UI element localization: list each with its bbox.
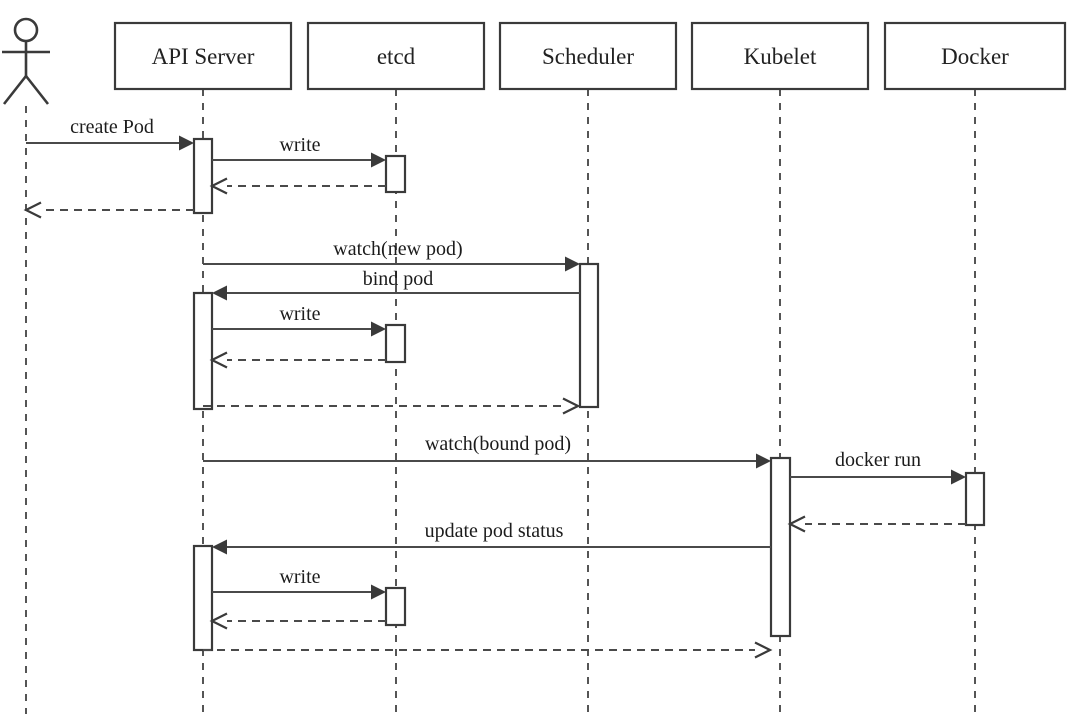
participant-etcd[interactable]: etcd bbox=[306, 21, 486, 91]
message-label-msg-docker-run: docker run bbox=[835, 449, 921, 471]
message-msg-docker-run[interactable] bbox=[790, 469, 966, 485]
participant-scheduler[interactable]: Scheduler bbox=[498, 21, 678, 91]
participant-box-docker[interactable] bbox=[883, 21, 1067, 91]
arrowhead-open-msg-etcd-return-2 bbox=[209, 351, 228, 369]
arrowhead-filled-msg-docker-run bbox=[951, 469, 966, 485]
participant-docker[interactable]: Docker bbox=[883, 21, 1067, 91]
message-msg-api-return-kubelet[interactable] bbox=[203, 641, 773, 659]
arrowhead-filled-msg-bind-pod bbox=[212, 285, 227, 301]
activation-bar-act-kubelet-1 bbox=[769, 456, 792, 638]
participant-box-api-server[interactable] bbox=[113, 21, 293, 91]
arrowhead-open-msg-docker-return bbox=[787, 515, 806, 533]
actor-user bbox=[2, 17, 50, 105]
message-msg-write-2[interactable] bbox=[212, 321, 386, 337]
message-msg-write-3[interactable] bbox=[212, 584, 386, 600]
message-msg-api-return-scheduler[interactable] bbox=[203, 397, 581, 415]
message-msg-watch-bound-pod[interactable] bbox=[203, 453, 771, 469]
arrowhead-filled-msg-update-pod-status bbox=[212, 539, 227, 555]
actor-leg-right bbox=[24, 75, 50, 105]
message-msg-etcd-return-2[interactable] bbox=[209, 351, 386, 369]
message-msg-etcd-return-3[interactable] bbox=[209, 612, 386, 630]
actor-head bbox=[13, 17, 39, 43]
actor-layer bbox=[2, 17, 50, 105]
activation-bar-act-scheduler-1 bbox=[578, 262, 600, 409]
participant-box-etcd[interactable] bbox=[306, 21, 486, 91]
activation-bar-act-api-2 bbox=[192, 291, 214, 411]
message-msg-create-pod[interactable] bbox=[26, 135, 194, 151]
activation-bar-act-etcd-2 bbox=[384, 323, 407, 364]
message-label-msg-create-pod: create Pod bbox=[70, 116, 154, 138]
participant-label-scheduler: Scheduler bbox=[542, 44, 634, 69]
message-label-msg-write-1: write bbox=[279, 134, 320, 156]
participant-headers-layer: API Server etcd Scheduler Kubelet Docker bbox=[113, 21, 1067, 91]
message-label-msg-watch-new-pod: watch(new pod) bbox=[333, 238, 462, 260]
message-msg-write-1[interactable] bbox=[212, 152, 386, 168]
message-label-msg-update-pod-status: update pod status bbox=[425, 520, 564, 542]
message-msg-update-pod-status[interactable] bbox=[212, 539, 771, 555]
message-labels-layer: create Pod write watch(new pod) bind pod wri… bbox=[70, 116, 921, 588]
message-msg-etcd-return-1[interactable] bbox=[209, 177, 386, 195]
arrowhead-open-msg-api-return-kubelet bbox=[754, 641, 773, 659]
participant-api-server[interactable]: API Server bbox=[113, 21, 293, 91]
participant-label-kubelet: Kubelet bbox=[744, 44, 817, 69]
arrowhead-filled-msg-create-pod bbox=[179, 135, 194, 151]
lifelines-layer bbox=[25, 89, 976, 714]
arrowhead-filled-msg-write-2 bbox=[371, 321, 386, 337]
message-msg-watch-new-pod[interactable] bbox=[203, 256, 580, 272]
messages-layer bbox=[23, 135, 966, 659]
message-msg-docker-return[interactable] bbox=[787, 515, 966, 533]
arrowhead-open-msg-etcd-return-3 bbox=[209, 612, 228, 630]
activation-bars-layer bbox=[192, 137, 986, 652]
arrowhead-open-msg-api-return-scheduler bbox=[562, 397, 581, 415]
activation-bar-act-api-1 bbox=[192, 137, 214, 215]
message-label-msg-watch-bound-pod: watch(bound pod) bbox=[425, 433, 571, 455]
arrowhead-filled-msg-watch-new-pod bbox=[565, 256, 580, 272]
arrowhead-open-msg-api-return-actor bbox=[23, 201, 42, 219]
arrowhead-filled-msg-write-3 bbox=[371, 584, 386, 600]
arrowhead-filled-msg-watch-bound-pod bbox=[756, 453, 771, 469]
arrowhead-open-msg-etcd-return-1 bbox=[209, 177, 228, 195]
participant-label-api-server: API Server bbox=[152, 44, 255, 69]
participant-box-kubelet[interactable] bbox=[690, 21, 870, 91]
message-label-msg-bind-pod: bind pod bbox=[363, 268, 434, 290]
participant-label-docker: Docker bbox=[941, 44, 1009, 69]
activation-bar-act-etcd-1 bbox=[384, 154, 407, 194]
participant-label-etcd: etcd bbox=[377, 44, 416, 69]
arrowhead-filled-msg-write-1 bbox=[371, 152, 386, 168]
activation-bar-act-etcd-3 bbox=[384, 586, 407, 627]
message-msg-api-return-actor[interactable] bbox=[23, 201, 194, 219]
activation-bar-act-api-3 bbox=[192, 544, 214, 652]
message-msg-bind-pod[interactable] bbox=[212, 285, 580, 301]
actor-leg-left bbox=[2, 75, 28, 105]
message-label-msg-write-2: write bbox=[279, 303, 320, 325]
activation-bar-act-docker-1 bbox=[964, 471, 986, 527]
message-label-msg-write-3: write bbox=[279, 566, 320, 588]
participant-kubelet[interactable]: Kubelet bbox=[690, 21, 870, 91]
participant-box-scheduler[interactable] bbox=[498, 21, 678, 91]
